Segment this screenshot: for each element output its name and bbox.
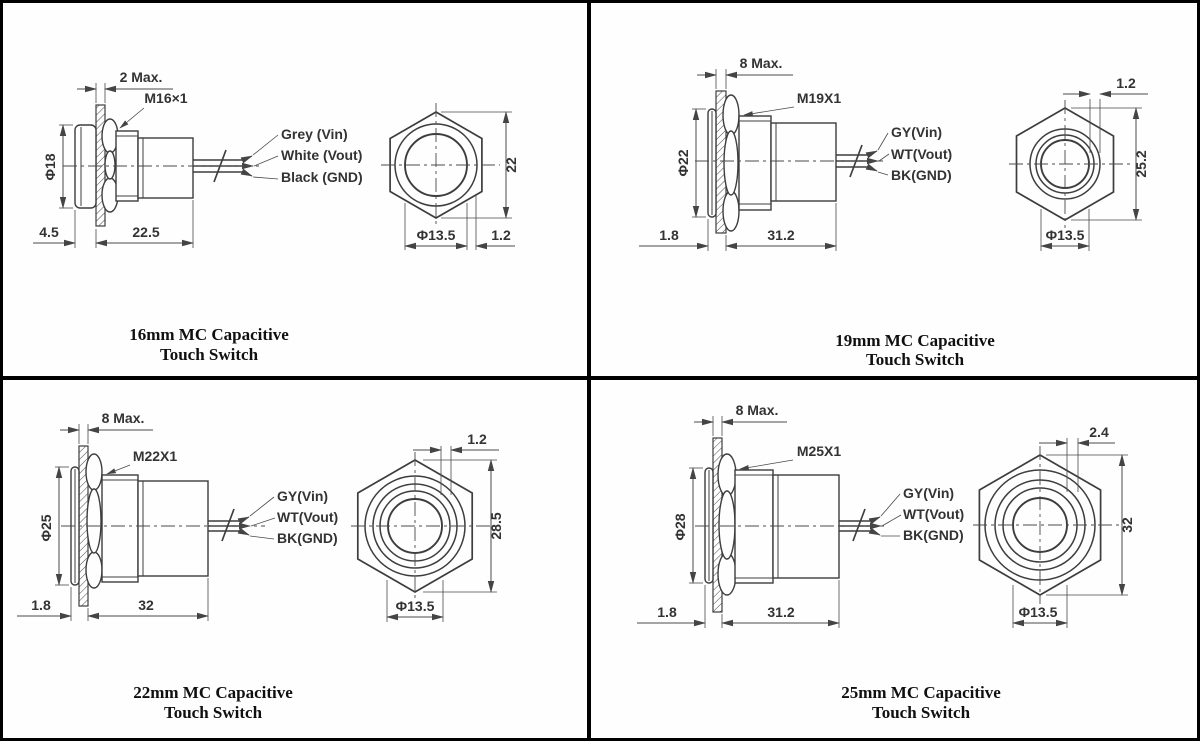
drawing-19mm: GY(Vin) WT(Vout) BK(GND) 8 Max. M19X1 Φ2…	[639, 55, 1149, 369]
switch-body	[770, 122, 837, 202]
dim-edge-width: 1.2	[467, 431, 487, 447]
thread-section	[738, 115, 772, 211]
dim-panel-max: 8 Max.	[102, 410, 145, 426]
dim-body-length: 32	[138, 597, 154, 613]
side-dimensions-25mm: 8 Max. M25X1 Φ28 1.8 31.2	[637, 402, 841, 628]
wire-label-gnd: BK(GND)	[903, 527, 964, 543]
dim-thread-spec: M16×1	[144, 90, 187, 106]
front-view-25mm	[973, 446, 1119, 604]
front-view-22mm	[351, 452, 498, 600]
dim-head-diameter: Φ18	[42, 153, 58, 180]
front-view-19mm	[1009, 100, 1131, 228]
wire-label-vout: White (Vout)	[281, 147, 362, 163]
drawing-16mm: Grey (Vin) White (Vout) Black (GND) 2 Ma…	[33, 69, 519, 364]
wire-label-gnd: BK(GND)	[277, 530, 338, 546]
side-view-19mm: GY(Vin) WT(Vout) BK(GND)	[695, 90, 952, 234]
dim-nut-size: 32	[1119, 517, 1135, 533]
quadrant-25mm: GY(Vin) WT(Vout) BK(GND) 8 Max. M25X1 Φ2…	[591, 380, 1197, 738]
wire-label-vout: WT(Vout)	[277, 509, 338, 525]
dim-edge-width: 1.2	[491, 227, 511, 243]
dim-panel-max: 8 Max.	[740, 55, 783, 71]
wire-label-vout: WT(Vout)	[903, 506, 964, 522]
dim-panel-max: 8 Max.	[736, 402, 779, 418]
wire-break-mark	[852, 508, 866, 542]
front-view-16mm	[381, 103, 500, 227]
dim-body-length: 31.2	[767, 227, 794, 243]
dim-thread-spec: M25X1	[797, 443, 842, 459]
wire-label-vin: GY(Vin)	[891, 124, 942, 140]
mounting-panel	[95, 104, 106, 227]
quadrant-22mm: GY(Vin) WT(Vout) BK(GND) 8 Max. M22X1 Φ2…	[3, 380, 587, 738]
dim-thread-spec: M22X1	[133, 448, 178, 464]
dim-touch-diameter: Φ13.5	[1019, 604, 1058, 620]
dim-nut-size: 25.2	[1133, 150, 1149, 177]
caption-line1: 22mm MC Capacitive	[133, 683, 293, 702]
caption-line2: Touch Switch	[164, 703, 263, 722]
dim-head-thickness: 1.8	[31, 597, 51, 613]
dim-head-diameter: Φ22	[675, 149, 691, 176]
side-dimensions-16mm: 2 Max. M16×1 Φ18 4.5 22.5	[33, 69, 194, 248]
drawing-22mm: GY(Vin) WT(Vout) BK(GND) 8 Max. M22X1 Φ2…	[17, 410, 504, 722]
side-view-22mm: GY(Vin) WT(Vout) BK(GND)	[61, 445, 338, 607]
wire-label-vin: GY(Vin)	[903, 485, 954, 501]
dim-touch-diameter: Φ13.5	[396, 598, 435, 614]
quadrant-16mm: Grey (Vin) White (Vout) Black (GND) 2 Ma…	[3, 3, 587, 376]
front-dimensions-25mm: 2.4 32 Φ13.5	[1012, 424, 1135, 628]
dim-nut-size: 28.5	[488, 512, 504, 539]
front-dimensions-22mm: 1.2 28.5 Φ13.5	[386, 431, 504, 622]
wire-break-mark	[221, 508, 235, 542]
side-view-25mm: GY(Vin) WT(Vout) BK(GND)	[695, 437, 964, 613]
switch-body	[137, 480, 209, 577]
dim-edge-width: 1.2	[1116, 75, 1136, 91]
switch-body	[772, 474, 840, 579]
dim-body-length: 31.2	[767, 604, 794, 620]
side-view-16mm: Grey (Vin) White (Vout) Black (GND)	[63, 104, 363, 227]
switch-head	[74, 124, 97, 209]
caption-line2: Touch Switch	[866, 350, 965, 369]
dim-panel-max: 2 Max.	[120, 69, 163, 85]
wire-label-vin: GY(Vin)	[277, 488, 328, 504]
caption-line1: 19mm MC Capacitive	[835, 331, 995, 350]
wire-label-vout: WT(Vout)	[891, 146, 952, 162]
dim-head-thickness: 1.8	[657, 604, 677, 620]
dim-body-length: 22.5	[132, 224, 159, 240]
dim-head-thickness: 1.8	[659, 227, 679, 243]
quadrant-19mm: GY(Vin) WT(Vout) BK(GND) 8 Max. M19X1 Φ2…	[591, 3, 1197, 376]
dim-head-diameter: Φ28	[672, 513, 688, 540]
front-dimensions-19mm: 1.2 25.2 Φ13.5	[1040, 75, 1149, 251]
dim-head-diameter: Φ25	[38, 514, 54, 541]
caption-line1: 16mm MC Capacitive	[129, 325, 289, 344]
caption-line2: Touch Switch	[872, 703, 971, 722]
side-dimensions-19mm: 8 Max. M19X1 Φ22 1.8 31.2	[639, 55, 841, 251]
drawing-25mm: GY(Vin) WT(Vout) BK(GND) 8 Max. M25X1 Φ2…	[637, 402, 1135, 722]
caption-line1: 25mm MC Capacitive	[841, 683, 1001, 702]
hex-nut-outline	[978, 454, 1102, 596]
side-dimensions-22mm: 8 Max. M22X1 Φ25 1.8 32	[17, 410, 209, 621]
wire-label-gnd: BK(GND)	[891, 167, 952, 183]
thread-section	[734, 469, 774, 584]
dim-nut-size: 22	[503, 157, 519, 173]
dim-touch-diameter: Φ13.5	[417, 227, 456, 243]
dim-thread-spec: M19X1	[797, 90, 842, 106]
thread-section	[101, 474, 139, 583]
hex-nut-outline	[389, 111, 483, 219]
hex-nut-outline	[356, 459, 474, 593]
front-dimensions-16mm: 22 Φ13.5 1.2	[404, 111, 519, 250]
wire-label-vin: Grey (Vin)	[281, 126, 348, 142]
dim-edge-width: 2.4	[1089, 424, 1109, 440]
switch-body	[137, 137, 194, 199]
caption-line2: Touch Switch	[160, 345, 259, 364]
wire-label-gnd: Black (GND)	[281, 169, 363, 185]
dim-head-thickness: 4.5	[39, 224, 59, 240]
dim-touch-diameter: Φ13.5	[1046, 227, 1085, 243]
